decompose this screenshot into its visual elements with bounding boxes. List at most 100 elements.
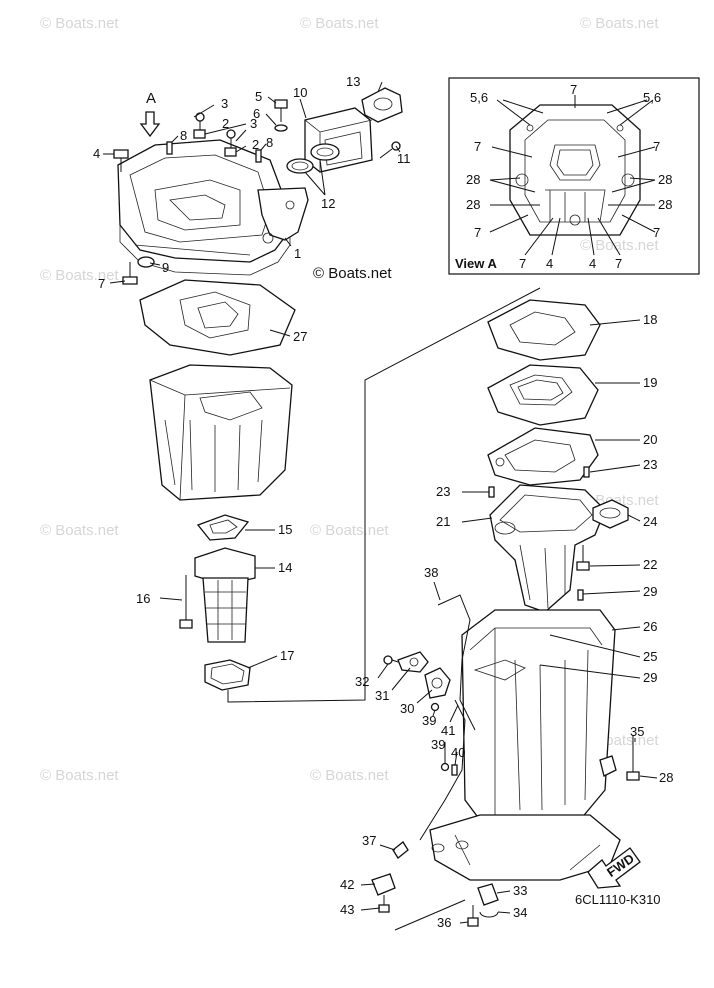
watermark-text: © Boats.net — [300, 15, 379, 32]
callout-label: 30 — [400, 701, 414, 716]
diagram-code: 6CL1110-K310 — [575, 892, 661, 907]
view-a-casing — [509, 104, 641, 236]
view-a-arrow-icon — [139, 111, 161, 138]
watermark-text: © Boats.net — [310, 522, 389, 539]
callout-label: 36 — [437, 915, 451, 930]
callout-label: 1 — [294, 246, 301, 261]
dowel-pin-23b — [583, 466, 590, 478]
oil-pan — [149, 364, 293, 501]
callout-label: 32 — [355, 674, 369, 689]
callout-label: 20 — [643, 432, 657, 447]
watermark-text: © Boats.net — [40, 767, 119, 784]
callout-label: 26 — [643, 619, 657, 634]
callout-label: 31 — [375, 688, 389, 703]
grommet-33 — [477, 883, 499, 906]
cover-31 — [397, 651, 429, 673]
watermark-text: © Boats.net — [580, 15, 659, 32]
exhaust-manifold — [117, 139, 291, 263]
callout-label: 12 — [321, 196, 335, 211]
callout-label: 38 — [424, 565, 438, 580]
grommet-9 — [137, 256, 155, 268]
upper-casing-assembly: A — [113, 87, 403, 356]
seal-24 — [592, 499, 629, 529]
callout-label: 23 — [436, 484, 450, 499]
callout-label: 18 — [643, 312, 657, 327]
view-a-frame — [448, 77, 700, 275]
callout-label: 6 — [253, 106, 260, 121]
view-arrow-label: A — [146, 90, 156, 107]
callout-label: 43 — [340, 902, 354, 917]
bolt-5 — [274, 99, 288, 122]
pin-8b — [255, 149, 262, 163]
dowel-pin-29a — [577, 589, 584, 601]
gasket-18 — [487, 299, 601, 361]
bracket-42 — [371, 873, 396, 896]
callout-label: 7 — [474, 139, 481, 154]
washer-6 — [274, 124, 288, 132]
callout-label: 10 — [293, 85, 307, 100]
bolt-16 — [179, 575, 193, 629]
bolt-3b — [226, 129, 236, 148]
callout-label: 39 — [422, 713, 436, 728]
callout-label: 42 — [340, 877, 354, 892]
callout-label: 35 — [630, 724, 644, 739]
dowel-pin-23a — [488, 486, 495, 498]
oil-pan-assembly — [149, 364, 293, 691]
bolt-4 — [113, 149, 129, 172]
fwd-arrow-icon — [587, 847, 641, 889]
callout-label: 7 — [653, 225, 660, 240]
callout-label: 29 — [643, 670, 657, 685]
bracket-35 — [599, 755, 617, 777]
callout-label: 7 — [519, 256, 526, 271]
callout-label: 4 — [589, 256, 596, 271]
callout-label: 19 — [643, 375, 657, 390]
view-a-inset: View A 5,6 5,6 7 7 7 28 28 28 28 — [448, 77, 700, 275]
callout-label: 28 — [466, 172, 480, 187]
watermark-text: © Boats.net — [40, 267, 119, 284]
callout-label: 7 — [570, 82, 577, 97]
gasket-27 — [139, 279, 296, 356]
watermark-text: © Boats.net — [580, 237, 659, 254]
callout-label: 13 — [346, 74, 360, 89]
callout-label: 22 — [643, 557, 657, 572]
callout-label: 3 — [221, 96, 228, 111]
callout-label: 7 — [98, 276, 105, 291]
mount-bracket — [257, 187, 309, 241]
callout-label: 40 — [451, 745, 465, 760]
callout-label: 8 — [266, 135, 273, 150]
callout-label: 9 — [162, 260, 169, 275]
bolt-3a — [195, 112, 205, 132]
callout-label: 17 — [280, 648, 294, 663]
callout-label: 5,6 — [643, 90, 661, 105]
callout-label: 27 — [293, 329, 307, 344]
callout-label: 8 — [180, 128, 187, 143]
gasket-12 — [286, 158, 314, 174]
callout-label: 2 — [252, 137, 259, 152]
callout-label: 34 — [513, 905, 527, 920]
clip-34 — [479, 911, 499, 918]
callout-label: 41 — [441, 723, 455, 738]
assembly-connector-line — [227, 287, 541, 703]
watermark-text: © Boats.net — [40, 15, 119, 32]
callout-leaders — [103, 81, 658, 924]
screw-39b — [440, 762, 450, 772]
callout-label: 5,6 — [470, 90, 488, 105]
screw-32 — [383, 655, 399, 665]
callout-label: 37 — [362, 833, 376, 848]
screw-36 — [467, 905, 479, 927]
fitting-30 — [424, 667, 451, 699]
view-a-title: View A — [455, 256, 498, 271]
callout-label: 7 — [653, 139, 660, 154]
upper-casing-26 — [461, 609, 616, 821]
callout-label: 28 — [658, 197, 672, 212]
callout-label: 24 — [643, 514, 657, 529]
callout-label: 21 — [436, 514, 450, 529]
callout-label: 14 — [278, 560, 292, 575]
assembly-connector-line — [394, 899, 466, 931]
watermark-text: © Boats.net — [40, 522, 119, 539]
hose-41 — [419, 699, 466, 841]
lower-casing-assembly: FWD 6CL1110-K310 — [371, 299, 661, 927]
callout-numbers: 3 3 2 2 8 8 4 5 6 10 13 11 12 1 9 7 27 1… — [93, 74, 673, 930]
callout-label: 4 — [93, 146, 100, 161]
